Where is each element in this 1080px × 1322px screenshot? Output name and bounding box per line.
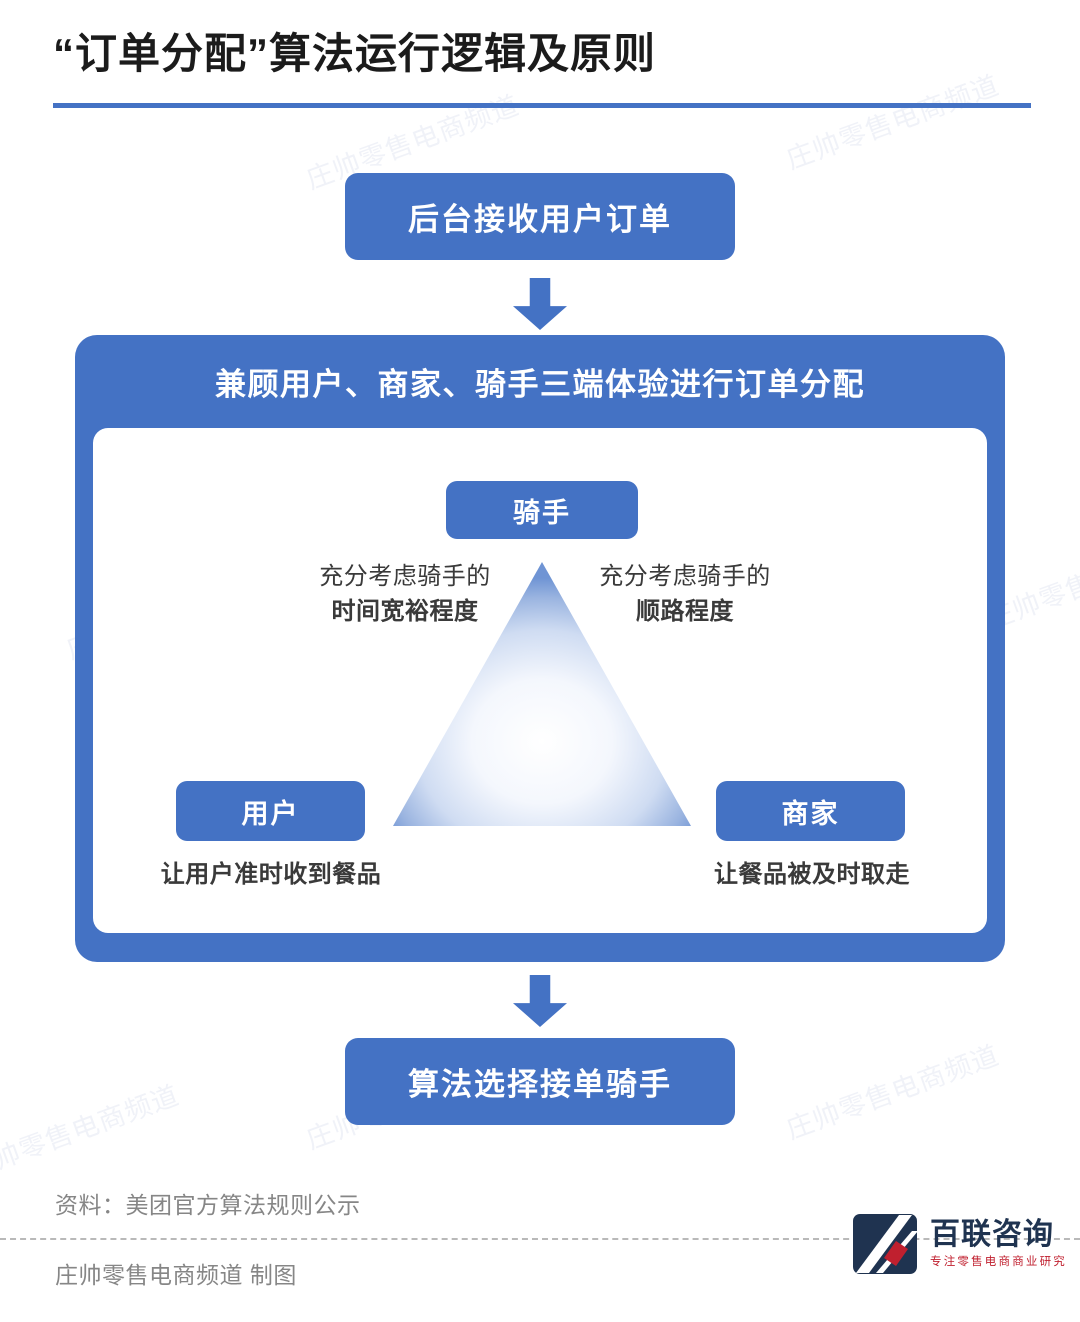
footer-source-text: 资料：美团官方算法规则公示	[55, 1192, 361, 1218]
user-note: 让用户准时收到餐品	[160, 861, 382, 888]
page-title: “订单分配”算法运行逻辑及原则	[53, 30, 657, 77]
arrow-down-icon	[513, 975, 567, 1027]
rider-note-left-line2: 时间宽裕程度	[331, 597, 479, 625]
footer-divider	[0, 1238, 1080, 1240]
allocation-panel-header: 兼顾用户、商家、骑手三端体验进行订单分配	[215, 367, 865, 402]
title-underline-rule	[53, 102, 1031, 108]
arrow-down-icon	[513, 278, 567, 330]
flow-node-order-intake[interactable]: 后台接收用户订单	[345, 173, 735, 260]
brand-logo-mark-icon	[853, 1214, 918, 1274]
flow-node-merchant[interactable]: 商家	[716, 781, 905, 841]
brand-logo-text: 百联咨询 专注零售电商商业研究	[930, 1219, 1067, 1270]
title-block: “订单分配”算法运行逻辑及原则	[53, 28, 1033, 108]
rider-note-left: 充分考虑骑手的 时间宽裕程度	[305, 560, 505, 630]
flow-node-result[interactable]: 算法选择接单骑手	[345, 1038, 735, 1125]
rider-note-left-line1: 充分考虑骑手的	[319, 563, 491, 590]
flow-node-user[interactable]: 用户	[176, 781, 365, 841]
brand-logo: 百联咨询 专注零售电商商业研究	[852, 1206, 1065, 1282]
brand-logo-name: 百联咨询	[930, 1217, 1054, 1251]
flow-node-rider[interactable]: 骑手	[446, 481, 638, 539]
triangle-shape	[393, 562, 691, 826]
rider-note-right-line1: 充分考虑骑手的	[599, 563, 771, 590]
rider-note-right-line2: 顺路程度	[636, 597, 734, 625]
footer-credit-text: 庄帅零售电商频道 制图	[55, 1262, 297, 1288]
merchant-note: 让餐品被及时取走	[714, 861, 910, 888]
rider-note-right: 充分考虑骑手的 顺路程度	[580, 560, 790, 630]
brand-logo-tagline: 专注零售电商商业研究	[930, 1256, 1067, 1269]
allocation-panel: 兼顾用户、商家、骑手三端体验进行订单分配	[75, 335, 1005, 962]
